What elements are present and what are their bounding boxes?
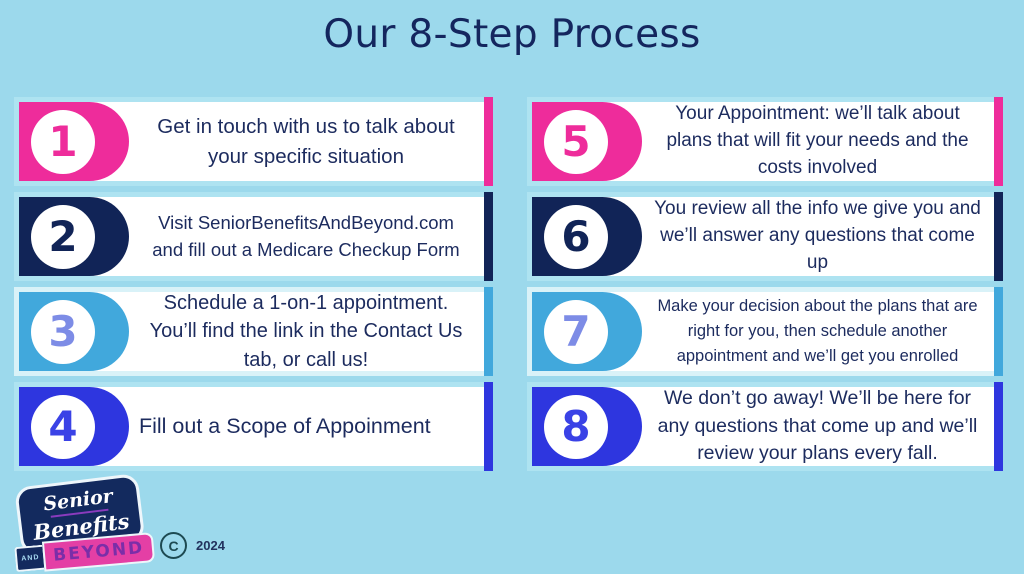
step-number: 7 xyxy=(544,299,608,364)
step-number-badge: 2 xyxy=(19,197,129,276)
step-row-5: 5 Your Appointment: we’ll talk about pla… xyxy=(527,97,1003,186)
step-row-6: 6 You review all the info we give you an… xyxy=(527,192,1003,281)
accent-bar xyxy=(994,287,1003,376)
step-number-badge: 8 xyxy=(532,387,642,466)
company-logo: Senior Benefits AND BEYOND xyxy=(4,472,167,572)
step-number: 4 xyxy=(31,394,95,459)
step-description: Visit SeniorBenefitsAndBeyond.com and fi… xyxy=(152,212,460,260)
step-description: Get in touch with us to talk about your … xyxy=(157,115,455,168)
step-number: 5 xyxy=(544,109,608,174)
step-row-2: 2 Visit SeniorBenefitsAndBeyond.com and … xyxy=(14,192,493,281)
step-row-8: 8 We don’t go away! We’ll be here for an… xyxy=(527,382,1003,471)
step-row-4: 4 Fill out a Scope of Appoinment xyxy=(14,382,493,471)
step-number: 8 xyxy=(544,394,608,459)
copyright-icon: C xyxy=(160,532,187,559)
accent-bar xyxy=(484,192,493,281)
step-description: Schedule a 1-on-1 appointment. You’ll fi… xyxy=(149,291,463,371)
step-description: You review all the info we give you and … xyxy=(654,198,981,273)
step-description: We don’t go away! We’ll be here for any … xyxy=(657,386,978,465)
step-number-badge: 3 xyxy=(19,292,129,371)
step-description: Make your decision about the plans that … xyxy=(657,297,978,365)
step-number: 2 xyxy=(31,204,95,269)
copyright-notice: C 2024 xyxy=(160,532,225,559)
step-row-1: 1 Get in touch with us to talk about you… xyxy=(14,97,493,186)
copyright-year: 2024 xyxy=(196,538,225,553)
step-number: 1 xyxy=(31,109,95,174)
step-number: 3 xyxy=(31,299,95,364)
accent-bar xyxy=(484,382,493,471)
accent-bar xyxy=(994,97,1003,186)
accent-bar xyxy=(484,287,493,376)
step-description: Fill out a Scope of Appoinment xyxy=(139,414,431,439)
step-number-badge: 6 xyxy=(532,197,642,276)
step-description: Your Appointment: we’ll talk about plans… xyxy=(666,103,969,178)
step-row-3: 3 Schedule a 1-on-1 appointment. You’ll … xyxy=(14,287,493,376)
step-number-badge: 7 xyxy=(532,292,642,371)
step-number: 6 xyxy=(544,204,608,269)
step-number-badge: 1 xyxy=(19,102,129,181)
page-title: Our 8-Step Process xyxy=(323,12,701,57)
step-number-badge: 4 xyxy=(19,387,129,466)
accent-bar xyxy=(994,382,1003,471)
accent-bar xyxy=(484,97,493,186)
logo-text-and: AND xyxy=(14,544,45,572)
step-number-badge: 5 xyxy=(532,102,642,181)
step-row-7: 7 Make your decision about the plans tha… xyxy=(527,287,1003,376)
accent-bar xyxy=(994,192,1003,281)
steps-column-left: 1 Get in touch with us to talk about you… xyxy=(14,97,493,477)
steps-column-right: 5 Your Appointment: we’ll talk about pla… xyxy=(527,97,1003,477)
